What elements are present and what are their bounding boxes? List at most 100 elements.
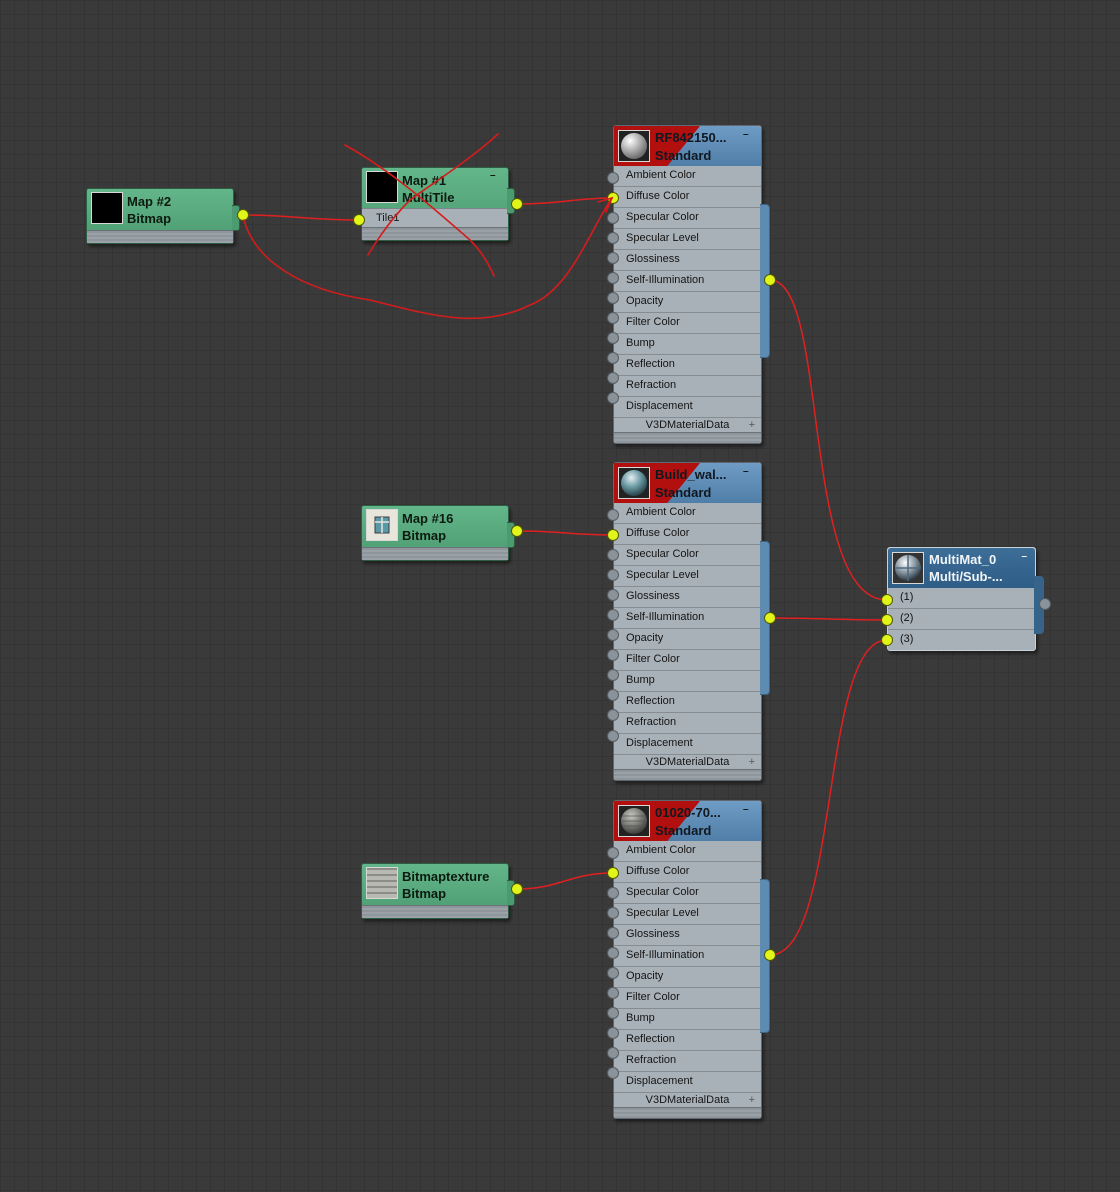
mat2-reflection-socket[interactable] bbox=[607, 689, 619, 701]
mat2-refraction-socket[interactable] bbox=[607, 709, 619, 721]
mat2-glossiness-socket[interactable] bbox=[607, 589, 619, 601]
material-node-3[interactable]: 01020-70... Standard – Ambient Color Dif… bbox=[613, 800, 770, 1119]
mat1-glossiness-socket[interactable] bbox=[607, 252, 619, 264]
mat3-specular-color-socket[interactable] bbox=[607, 887, 619, 899]
slot-filter-color[interactable]: Filter Color bbox=[614, 313, 761, 334]
node-resize-grip[interactable] bbox=[362, 547, 508, 560]
mat1-reflection-socket[interactable] bbox=[607, 352, 619, 364]
material-header[interactable]: RF842150... Standard – bbox=[614, 126, 761, 166]
multimaterial-node[interactable]: MultiMat_0 Multi/Sub-... – (1) (2) (3) bbox=[887, 547, 1044, 651]
material-header[interactable]: 01020-70... Standard – bbox=[614, 801, 761, 841]
multimat-slot3-socket[interactable] bbox=[881, 634, 893, 646]
mat2-bump-socket[interactable] bbox=[607, 669, 619, 681]
mat3-self-illumination-socket[interactable] bbox=[607, 947, 619, 959]
rollout-v3dmaterialdata[interactable]: V3DMaterialData + bbox=[614, 1093, 761, 1107]
mat3-bump-socket[interactable] bbox=[607, 1007, 619, 1019]
mat3-output-socket[interactable] bbox=[764, 949, 776, 961]
slot-self-illumination[interactable]: Self-Illumination bbox=[614, 271, 761, 292]
mat1-specular-level-socket[interactable] bbox=[607, 232, 619, 244]
minimize-button[interactable]: – bbox=[490, 170, 496, 181]
mat1-self-illumination-socket[interactable] bbox=[607, 272, 619, 284]
mat3-displacement-socket[interactable] bbox=[607, 1067, 619, 1079]
submaterial-slot-3[interactable]: (3) bbox=[888, 630, 1035, 650]
slot-opacity[interactable]: Opacity bbox=[614, 967, 761, 988]
mat1-ambient-socket[interactable] bbox=[607, 172, 619, 184]
mat1-refraction-socket[interactable] bbox=[607, 372, 619, 384]
multimat-slot2-socket[interactable] bbox=[881, 614, 893, 626]
mat2-self-illumination-socket[interactable] bbox=[607, 609, 619, 621]
bitmaptexture-output-socket[interactable] bbox=[511, 883, 523, 895]
mat2-specular-level-socket[interactable] bbox=[607, 569, 619, 581]
mat3-glossiness-socket[interactable] bbox=[607, 927, 619, 939]
minimize-button[interactable]: – bbox=[743, 466, 749, 477]
slot-displacement[interactable]: Displacement bbox=[614, 734, 761, 755]
slot-glossiness[interactable]: Glossiness bbox=[614, 587, 761, 608]
submaterial-slot-2[interactable]: (2) bbox=[888, 609, 1035, 630]
slot-bump[interactable]: Bump bbox=[614, 334, 761, 355]
slot-bump[interactable]: Bump bbox=[614, 1009, 761, 1030]
mat3-filter-color-socket[interactable] bbox=[607, 987, 619, 999]
slot-filter-color[interactable]: Filter Color bbox=[614, 988, 761, 1009]
node-resize-grip[interactable] bbox=[614, 1107, 761, 1118]
slot-filter-color[interactable]: Filter Color bbox=[614, 650, 761, 671]
slot-refraction[interactable]: Refraction bbox=[614, 713, 761, 734]
slot-ambient-color[interactable]: Ambient Color bbox=[614, 166, 761, 187]
slot-specular-level[interactable]: Specular Level bbox=[614, 904, 761, 925]
slot-diffuse-color[interactable]: Diffuse Color bbox=[614, 524, 761, 545]
map1-output-socket[interactable] bbox=[511, 198, 523, 210]
slot-displacement[interactable]: Displacement bbox=[614, 397, 761, 418]
minimize-button[interactable]: – bbox=[1021, 551, 1027, 562]
mat1-output-socket[interactable] bbox=[764, 274, 776, 286]
expand-plus-icon[interactable]: + bbox=[748, 419, 755, 431]
submaterial-slot-1[interactable]: (1) bbox=[888, 588, 1035, 609]
mat1-displacement-socket[interactable] bbox=[607, 392, 619, 404]
mat3-refraction-socket[interactable] bbox=[607, 1047, 619, 1059]
mat3-diffuse-socket[interactable] bbox=[607, 867, 619, 879]
slot-specular-color[interactable]: Specular Color bbox=[614, 883, 761, 904]
map1-tile1-input-socket[interactable] bbox=[353, 214, 365, 226]
map-node-map16[interactable]: Map #16 Bitmap bbox=[361, 505, 515, 561]
input-slot-tile1[interactable]: Tile1 bbox=[362, 208, 508, 229]
mat2-ambient-socket[interactable] bbox=[607, 509, 619, 521]
material-header[interactable]: Build_wal... Standard – bbox=[614, 463, 761, 503]
slot-reflection[interactable]: Reflection bbox=[614, 1030, 761, 1051]
slot-glossiness[interactable]: Glossiness bbox=[614, 925, 761, 946]
node-resize-grip[interactable] bbox=[362, 227, 508, 240]
slot-specular-color[interactable]: Specular Color bbox=[614, 208, 761, 229]
rollout-v3dmaterialdata[interactable]: V3DMaterialData + bbox=[614, 755, 761, 769]
node-resize-grip[interactable] bbox=[614, 432, 761, 443]
map-node-bitmaptexture[interactable]: Bitmaptexture Bitmap bbox=[361, 863, 515, 919]
slot-specular-color[interactable]: Specular Color bbox=[614, 545, 761, 566]
map-node-map1[interactable]: Map #1 MultiTile – Tile1 bbox=[361, 167, 515, 241]
slot-opacity[interactable]: Opacity bbox=[614, 629, 761, 650]
slot-reflection[interactable]: Reflection bbox=[614, 355, 761, 376]
expand-plus-icon[interactable]: + bbox=[748, 1094, 755, 1106]
slot-displacement[interactable]: Displacement bbox=[614, 1072, 761, 1093]
mat1-filter-color-socket[interactable] bbox=[607, 312, 619, 324]
slot-diffuse-color[interactable]: Diffuse Color bbox=[614, 187, 761, 208]
slot-diffuse-color[interactable]: Diffuse Color bbox=[614, 862, 761, 883]
mat1-diffuse-socket[interactable] bbox=[607, 192, 619, 204]
mat3-ambient-socket[interactable] bbox=[607, 847, 619, 859]
multimaterial-header[interactable]: MultiMat_0 Multi/Sub-... – bbox=[888, 548, 1035, 588]
slot-ambient-color[interactable]: Ambient Color bbox=[614, 841, 761, 862]
mat3-specular-level-socket[interactable] bbox=[607, 907, 619, 919]
slot-self-illumination[interactable]: Self-Illumination bbox=[614, 946, 761, 967]
mat2-diffuse-socket[interactable] bbox=[607, 529, 619, 541]
mat2-output-socket[interactable] bbox=[764, 612, 776, 624]
rollout-v3dmaterialdata[interactable]: V3DMaterialData + bbox=[614, 418, 761, 432]
node-resize-grip[interactable] bbox=[614, 769, 761, 780]
slot-reflection[interactable]: Reflection bbox=[614, 692, 761, 713]
mat3-opacity-socket[interactable] bbox=[607, 967, 619, 979]
mat1-bump-socket[interactable] bbox=[607, 332, 619, 344]
mat2-opacity-socket[interactable] bbox=[607, 629, 619, 641]
mat2-specular-color-socket[interactable] bbox=[607, 549, 619, 561]
minimize-button[interactable]: – bbox=[743, 129, 749, 140]
slot-specular-level[interactable]: Specular Level bbox=[614, 566, 761, 587]
mat2-filter-color-socket[interactable] bbox=[607, 649, 619, 661]
map-node-map2[interactable]: Map #2 Bitmap bbox=[86, 188, 240, 244]
multimat-slot1-socket[interactable] bbox=[881, 594, 893, 606]
slot-bump[interactable]: Bump bbox=[614, 671, 761, 692]
slot-ambient-color[interactable]: Ambient Color bbox=[614, 503, 761, 524]
slot-opacity[interactable]: Opacity bbox=[614, 292, 761, 313]
